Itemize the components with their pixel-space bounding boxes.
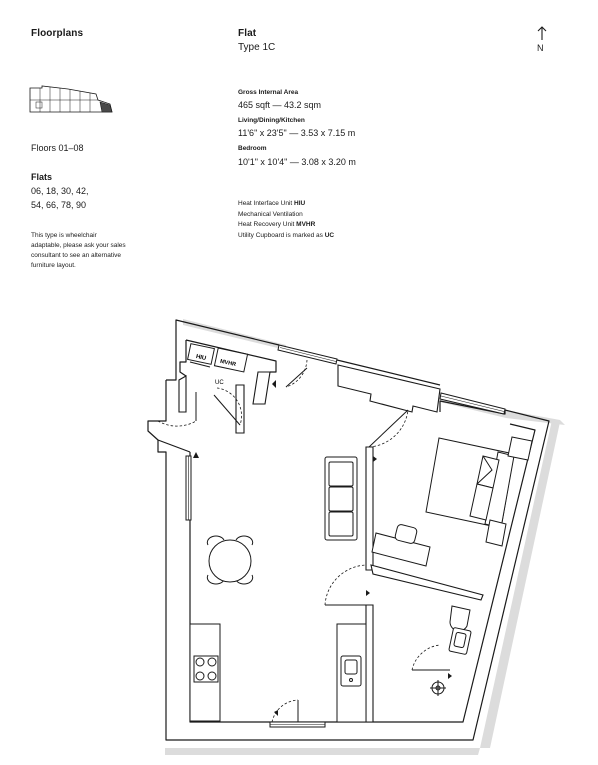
page-title: Floorplans — [31, 28, 84, 39]
desk — [371, 524, 431, 567]
unit-label: Flat — [238, 28, 257, 39]
window-glazing — [188, 347, 505, 725]
note-line: This type is wheelchair — [31, 232, 97, 239]
unit-type: Type 1C — [238, 42, 276, 53]
key-plan-icon — [29, 85, 113, 113]
north-label: N — [537, 43, 544, 53]
legend-hiu: Heat Interface Unit HIU — [238, 200, 306, 207]
utility-units — [187, 343, 249, 373]
utility-legend: Heat Interface Unit HIU Mechanical Venti… — [238, 199, 334, 241]
bedside-tables — [485, 436, 533, 547]
door-swings — [157, 359, 441, 723]
flats-list: 06, 18, 30, 42, 54, 66, 78, 90 — [31, 184, 89, 212]
interior-walls — [178, 364, 484, 723]
door-arrows — [193, 380, 452, 716]
floors-label: Floors 01–08 — [31, 143, 84, 153]
bedroom-area-label: Bedroom — [238, 145, 267, 152]
flats-heading: Flats — [31, 172, 53, 182]
hiu-label: HIU — [195, 354, 206, 362]
north-arrow-icon — [537, 26, 547, 40]
gross-area-value: 465 sqft — 43.2 sqm — [238, 100, 322, 110]
bathroom-fixtures — [430, 605, 472, 696]
note-line: consultant to see an alternative — [31, 252, 121, 259]
wheelchair-note: This type is wheelchair adaptable, pleas… — [31, 231, 126, 271]
gross-area-label: Gross Internal Area — [238, 89, 299, 96]
legend-mv: Mechanical Ventilation — [238, 210, 303, 218]
flats-line: 06, 18, 30, 42, — [31, 186, 89, 196]
note-line: adaptable, please ask your sales — [31, 242, 126, 249]
sofa — [324, 456, 358, 541]
flats-line: 54, 66, 78, 90 — [31, 200, 87, 210]
legend-mvhr: Heat Recovery Unit MVHR — [238, 221, 316, 228]
living-area-value: 11'6" x 23'5" — 3.53 x 7.15 m — [238, 128, 356, 138]
mvhr-label: MVHR — [219, 359, 236, 368]
selected-unit-marker — [99, 101, 113, 113]
legend-uc: Utility Cupboard is marked as UC — [238, 231, 335, 239]
note-line: furniture layout. — [31, 262, 76, 269]
dining-set — [206, 535, 254, 585]
living-area-label: Living/Dining/Kitchen — [238, 117, 305, 124]
kitchen — [189, 623, 367, 723]
uc-label: UC — [215, 380, 224, 386]
bedroom-area-value: 10'1" x 10'4" — 3.08 x 3.20 m — [238, 157, 356, 167]
door-leaves — [195, 367, 450, 722]
bed — [425, 437, 515, 529]
